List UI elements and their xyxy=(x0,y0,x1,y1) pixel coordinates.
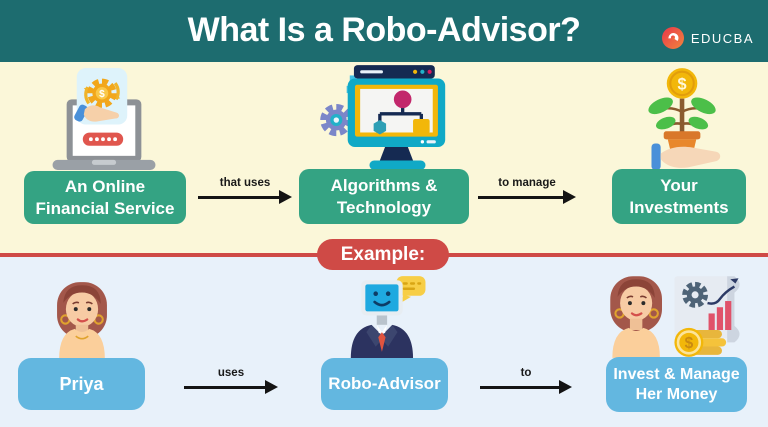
page-title: What Is a Robo-Advisor? xyxy=(187,11,581,49)
woman-invest-icon: $ xyxy=(610,276,740,358)
flow-box-label: Financial Service xyxy=(35,198,175,218)
flow-box-priya: Priya xyxy=(18,358,145,410)
flow-box-label: Robo-Advisor xyxy=(328,374,441,394)
educba-logo-text: EDUCBA xyxy=(690,30,754,46)
flow-box-label: Your xyxy=(660,176,698,196)
flow-box-invest-manage-her-money: Invest & Manage Her Money xyxy=(606,357,747,412)
online-service-laptop-icon: $ xyxy=(52,68,156,170)
connector-that-uses: that uses xyxy=(198,177,292,205)
dollar-glyph: $ xyxy=(678,75,687,93)
flow-box-label: An Online xyxy=(64,177,146,197)
educba-logo[interactable]: EDUCBA xyxy=(661,26,754,50)
flow-box-your-investments: Your Investments xyxy=(612,169,746,224)
right-arrow-icon xyxy=(480,380,572,395)
woman-priya-icon xyxy=(57,282,107,359)
connector-uses: uses xyxy=(184,367,278,395)
flow-box-label: Priya xyxy=(59,373,104,394)
flow-box-label: Investments xyxy=(629,197,729,217)
flow-box-label: Her Money xyxy=(635,385,718,403)
flow-box-algorithms-technology: Algorithms & Technology xyxy=(299,169,469,224)
right-arrow-icon xyxy=(478,190,576,205)
dollar-glyph: $ xyxy=(99,89,105,100)
flow-box-label: Algorithms & xyxy=(330,176,438,196)
dollar-glyph: $ xyxy=(685,335,694,352)
example-banner: Example: xyxy=(317,239,449,270)
connector-to-manage: to manage xyxy=(478,177,576,205)
robo-advisor-icon xyxy=(350,276,426,358)
header-bar: What Is a Robo-Advisor? EDUCBA xyxy=(0,0,768,62)
connector-label: to manage xyxy=(498,177,556,189)
flow-box-online-financial-service: An Online Financial Service xyxy=(24,171,186,224)
investment-plant-icon: $ xyxy=(648,68,721,170)
connector-label: to xyxy=(520,367,532,379)
flow-box-robo-advisor: Robo-Advisor xyxy=(321,358,448,410)
educba-logo-icon xyxy=(661,27,684,49)
connector-to: to xyxy=(480,367,572,395)
flow-box-label: Technology xyxy=(336,197,432,217)
connector-label: that uses xyxy=(219,177,271,189)
right-arrow-icon xyxy=(184,380,278,395)
right-arrow-icon xyxy=(198,190,292,205)
connector-label: uses xyxy=(217,367,245,379)
flow-box-label: Invest & Manage xyxy=(613,365,740,383)
algorithms-monitor-icon xyxy=(320,65,446,170)
